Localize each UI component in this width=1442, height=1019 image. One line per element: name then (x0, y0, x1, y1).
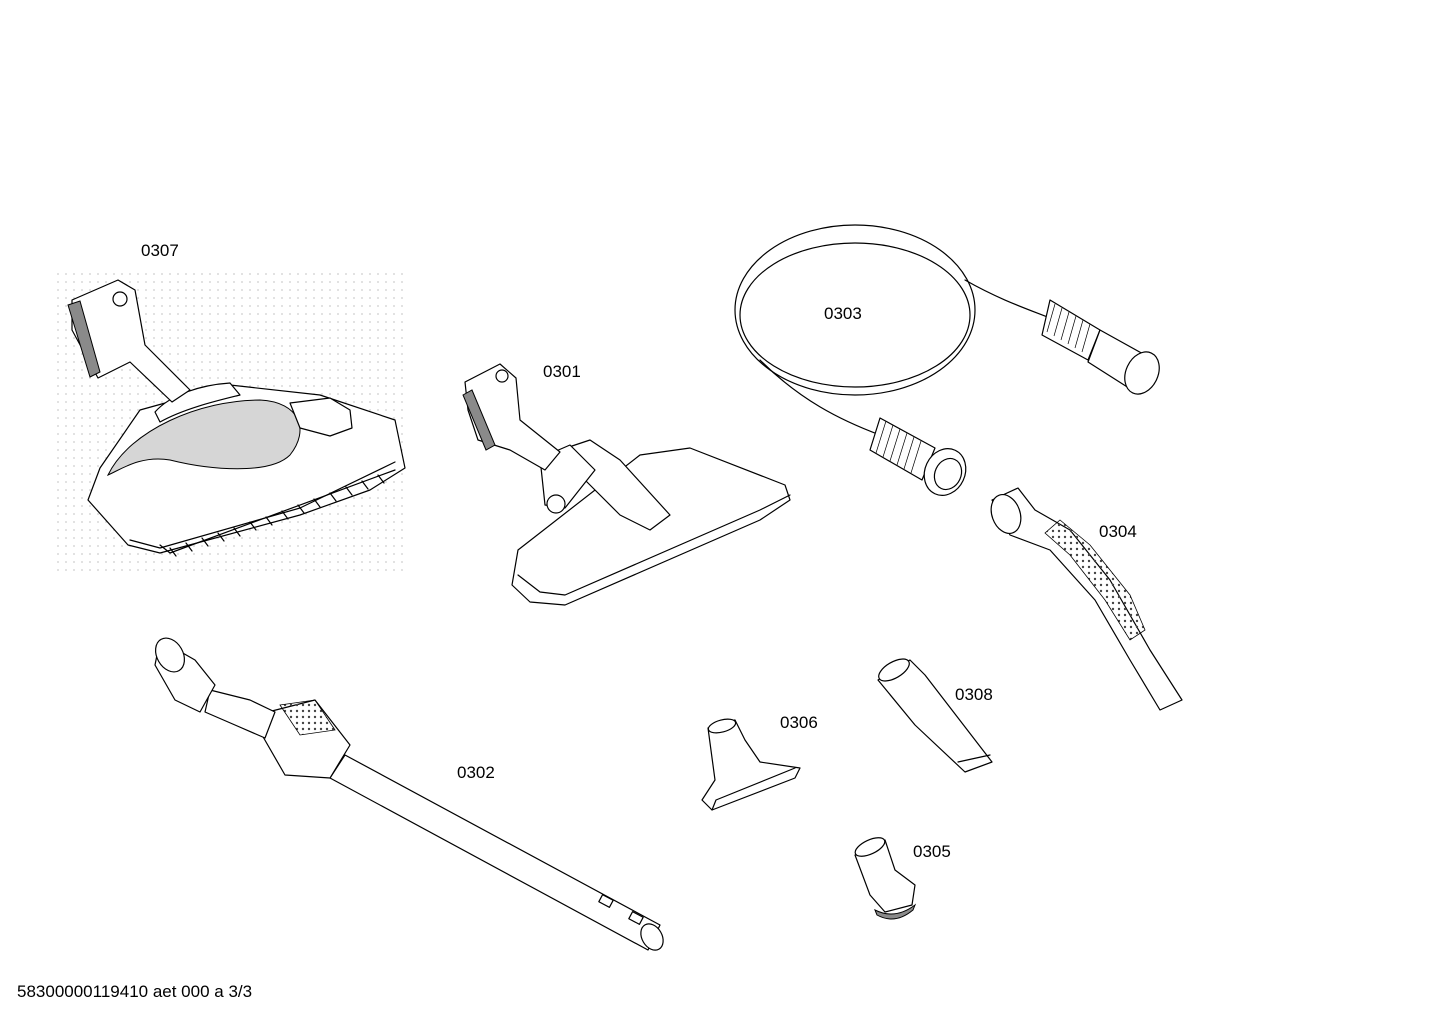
part-label-0308: 0308 (955, 685, 993, 704)
part-label-0303: 0303 (824, 304, 862, 323)
part-label-0305: 0305 (913, 842, 951, 861)
floor-nozzle-illustration (462, 363, 791, 606)
part-label-0304: 0304 (1099, 522, 1137, 541)
part-label-0302: 0302 (457, 763, 495, 782)
part-label-0301: 0301 (543, 362, 581, 381)
upholstery-nozzle-illustration (701, 718, 801, 811)
part-label-0307: 0307 (141, 241, 179, 260)
turbo-brush-illustration (57, 272, 409, 572)
suction-hose-illustration (734, 224, 1160, 496)
telescopic-tube-illustration (154, 637, 664, 951)
crevice-nozzle-illustration (877, 658, 993, 773)
hose-handle-illustration (990, 487, 1183, 711)
document-footer-id: 58300000119410 aet 000 a 3/3 (17, 982, 253, 1001)
part-label-0306: 0306 (780, 713, 818, 732)
small-nozzle-illustration (854, 837, 917, 920)
